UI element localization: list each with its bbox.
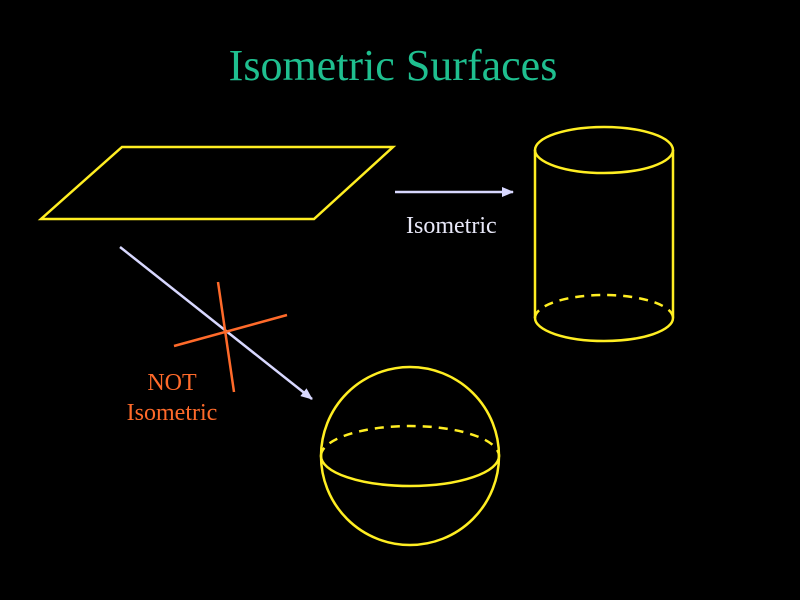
- sphere-outline: [319, 365, 501, 547]
- sphere-equator-back: [319, 424, 501, 457]
- isometric-label: Isometric: [406, 213, 497, 239]
- cylinder-bottom-front-arc: [533, 317, 675, 343]
- plane-shape: [37, 145, 397, 221]
- not-cross-mark: [173, 281, 288, 393]
- cylinder-shape: [533, 125, 675, 343]
- not-isometric-label-line2: Isometric: [126, 400, 218, 426]
- not-isometric-arrow: [119, 246, 313, 400]
- not-isometric-label-line1: NOT: [147, 370, 197, 396]
- cross-stroke-1: [173, 313, 288, 348]
- sphere-shape: [319, 365, 501, 547]
- cylinder-top-ellipse: [533, 125, 675, 175]
- slide-title: Isometric Surfaces: [228, 41, 558, 90]
- not-isometric-label: NOT Isometric: [120, 368, 224, 428]
- cross-stroke-2: [216, 281, 236, 393]
- sphere-equator-front: [319, 455, 501, 488]
- cylinder-bottom-back-arc: [533, 293, 675, 319]
